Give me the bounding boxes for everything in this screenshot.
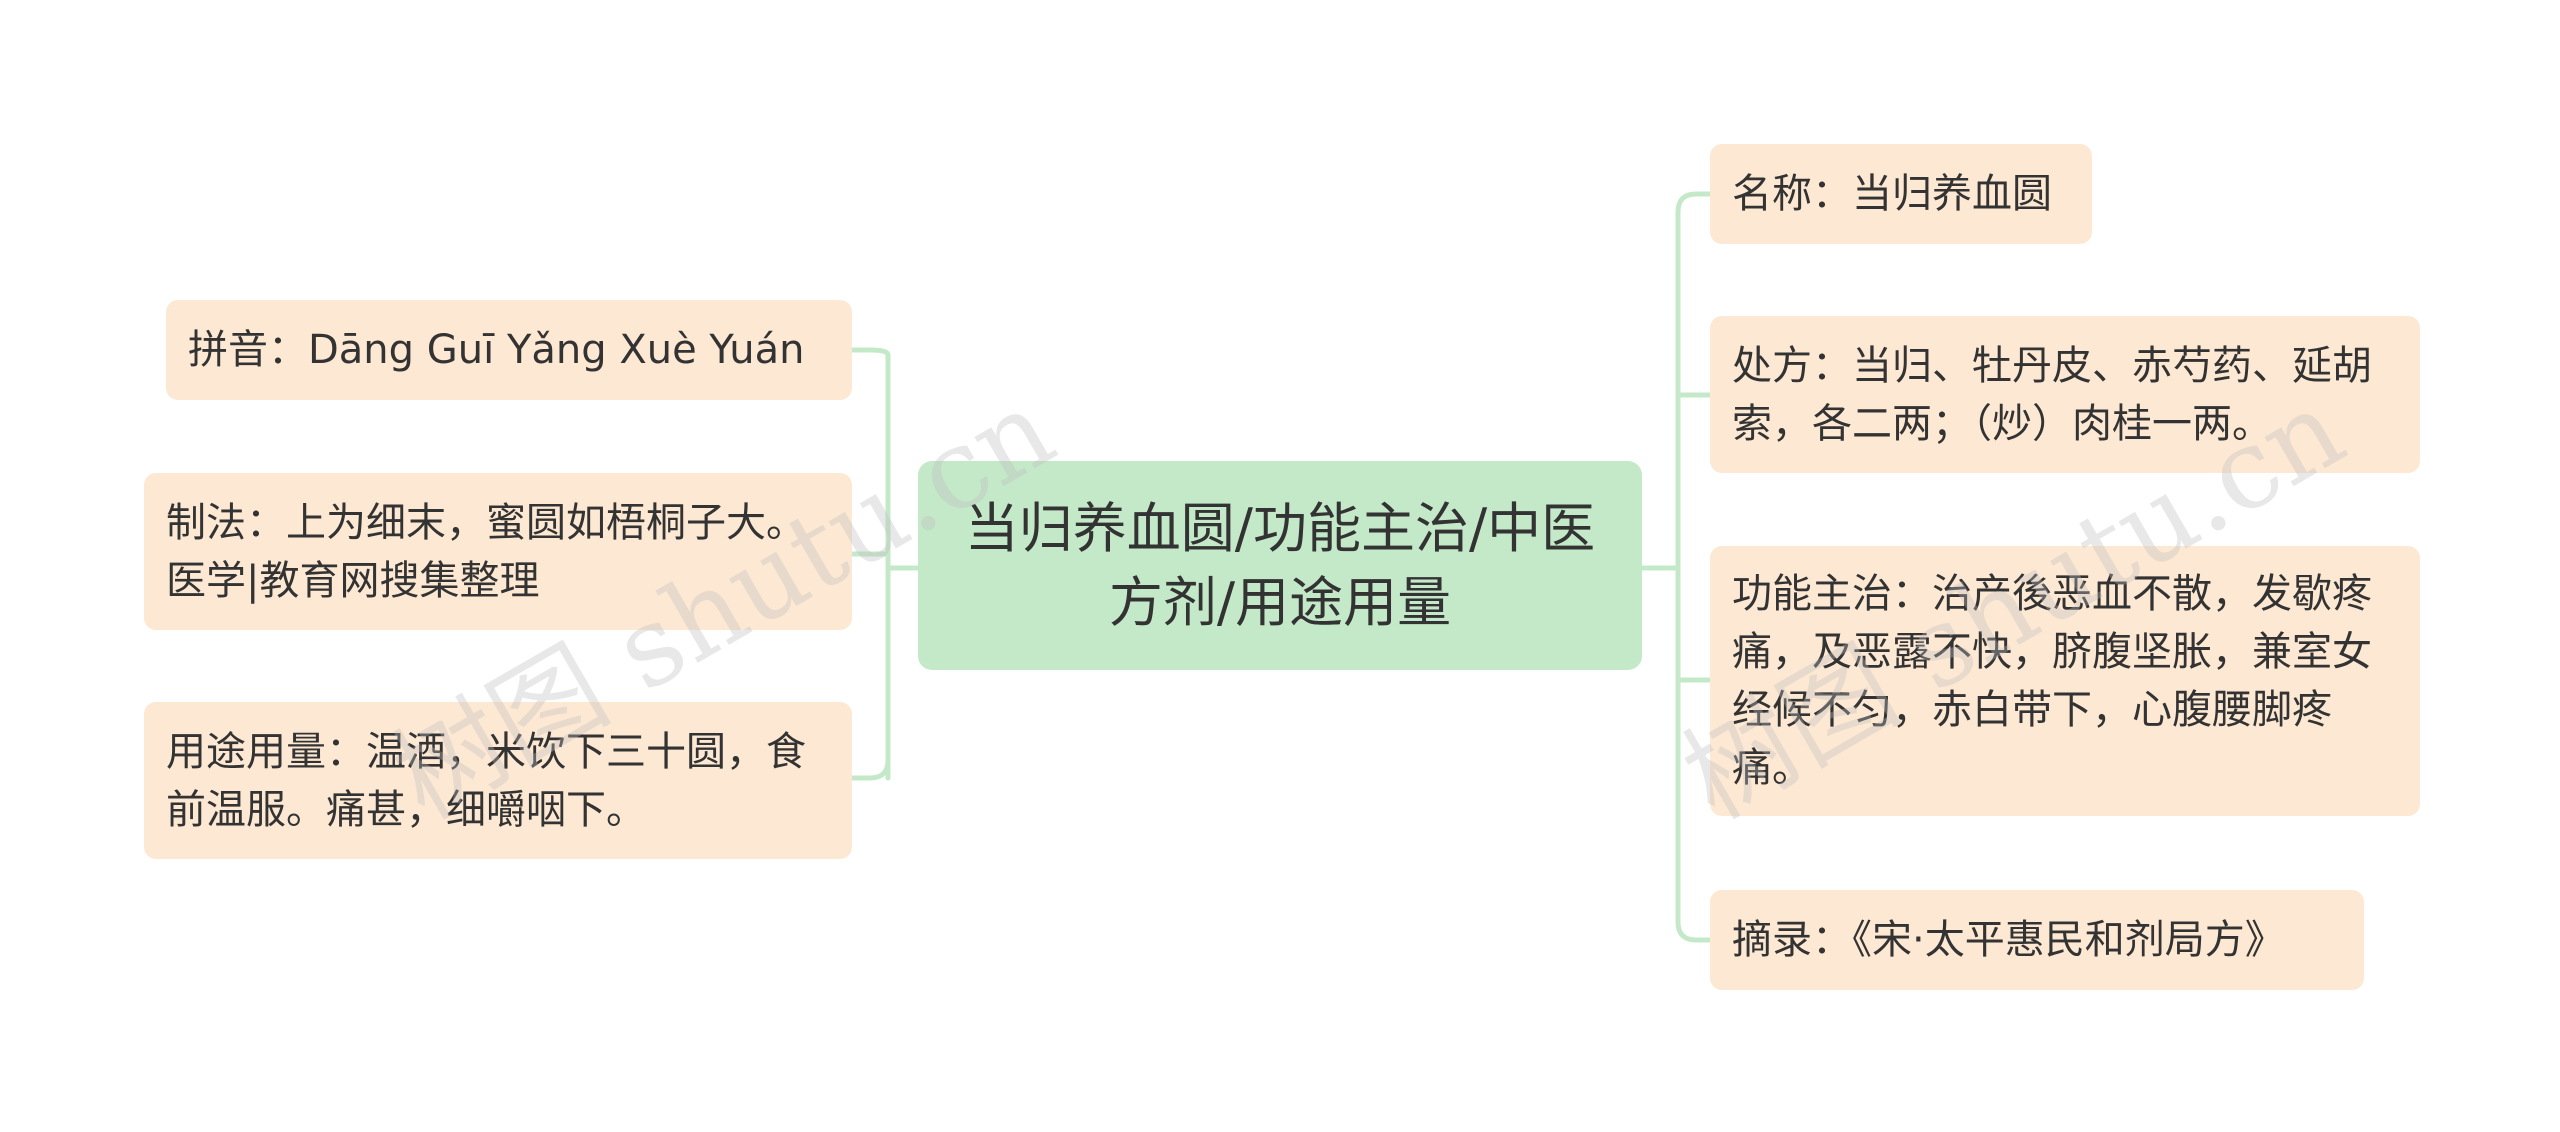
connector-left-3 bbox=[849, 757, 891, 781]
left-node-pinyin-text: 拼音：Dāng Guī Yǎng Xuè Yuán bbox=[188, 327, 805, 373]
left-node-usage-dosage[interactable]: 用途用量：温酒，米饮下三十圆，食前温服。痛甚，细嚼咽下。 bbox=[144, 702, 852, 859]
left-node-preparation-text: 制法：上为细末，蜜圆如梧桐子大。医学|教育网搜集整理 bbox=[166, 499, 806, 604]
right-node-name-text: 名称：当归养血圆 bbox=[1732, 171, 2052, 217]
right-node-indications[interactable]: 功能主治：治产後恶血不散，发歇疼痛，及恶露不快，脐腹坚胀，兼室女经候不匀，赤白带… bbox=[1710, 546, 2420, 816]
left-node-pinyin[interactable]: 拼音：Dāng Guī Yǎng Xuè Yuán bbox=[166, 300, 852, 400]
central-topic-label: 当归养血圆/功能主治/中医方剂/用途用量 bbox=[964, 496, 1596, 634]
left-node-usage-dosage-text: 用途用量：温酒，米饮下三十圆，食前温服。痛甚，细嚼咽下。 bbox=[166, 728, 806, 833]
connector-right-4 bbox=[1675, 919, 1713, 943]
right-node-prescription[interactable]: 处方：当归、牡丹皮、赤芍药、延胡索，各二两；（炒）肉桂一两。 bbox=[1710, 316, 2420, 473]
central-topic-node[interactable]: 当归养血圆/功能主治/中医方剂/用途用量 bbox=[918, 461, 1642, 670]
right-node-prescription-text: 处方：当归、牡丹皮、赤芍药、延胡索，各二两；（炒）肉桂一两。 bbox=[1732, 342, 2372, 447]
connector-left-1 bbox=[849, 347, 891, 358]
right-node-name[interactable]: 名称：当归养血圆 bbox=[1710, 144, 2092, 244]
connector-right-1 bbox=[1675, 191, 1713, 215]
left-node-preparation[interactable]: 制法：上为细末，蜜圆如梧桐子大。医学|教育网搜集整理 bbox=[144, 473, 852, 630]
right-node-indications-text: 功能主治：治产後恶血不散，发歇疼痛，及恶露不快，脐腹坚胀，兼室女经候不匀，赤白带… bbox=[1732, 571, 2372, 791]
right-node-source-text: 摘录：《宋·太平惠民和剂局方》 bbox=[1732, 917, 2285, 963]
right-node-source[interactable]: 摘录：《宋·太平惠民和剂局方》 bbox=[1710, 890, 2364, 990]
